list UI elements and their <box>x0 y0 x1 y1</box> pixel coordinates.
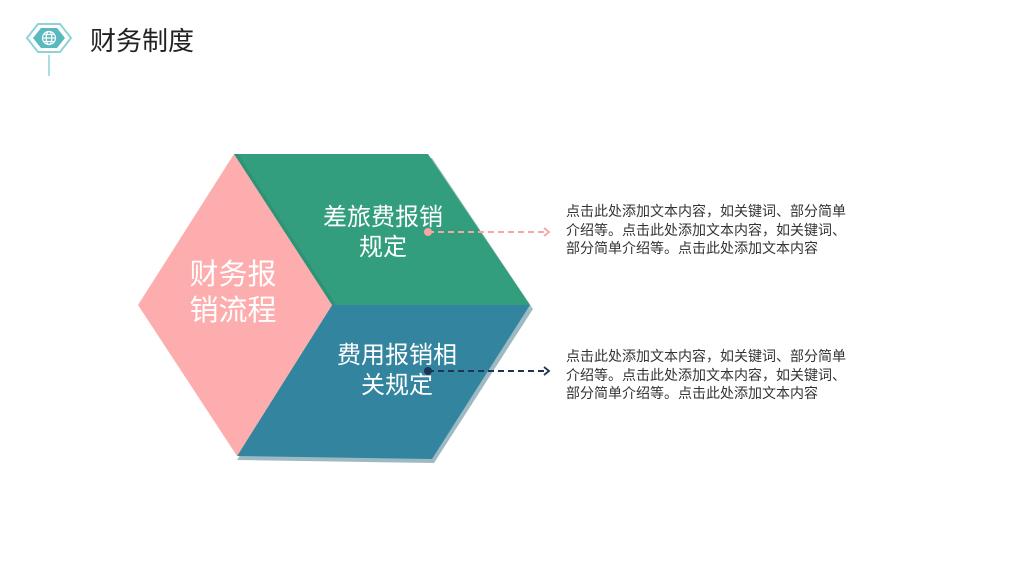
connector-arrow-1 <box>543 227 551 237</box>
connector-arrow-2 <box>543 366 551 376</box>
logo-badge <box>25 23 73 76</box>
page-title: 财务制度 <box>90 27 195 57</box>
globe-icon <box>41 30 57 46</box>
bottom-panel-label: 费用报销相 关规定 <box>337 341 457 399</box>
connector-dot-2 <box>424 367 432 375</box>
description-text-1[interactable]: 点击此处添加文本内容，如关键词、部分简单 介绍等。点击此处添加文本内容，如关键词… <box>566 204 846 257</box>
connector-dot-1 <box>424 228 432 236</box>
description-text-2[interactable]: 点击此处添加文本内容，如关键词、部分简单 介绍等。点击此处添加文本内容，如关键词… <box>566 349 846 402</box>
top-panel-label: 差旅费报销 规定 <box>323 203 443 261</box>
top-panel-edge <box>234 154 336 305</box>
main-panel-label: 财务报 销流程 <box>189 257 277 327</box>
bottom-panel <box>237 305 530 459</box>
main-panel <box>138 154 332 456</box>
